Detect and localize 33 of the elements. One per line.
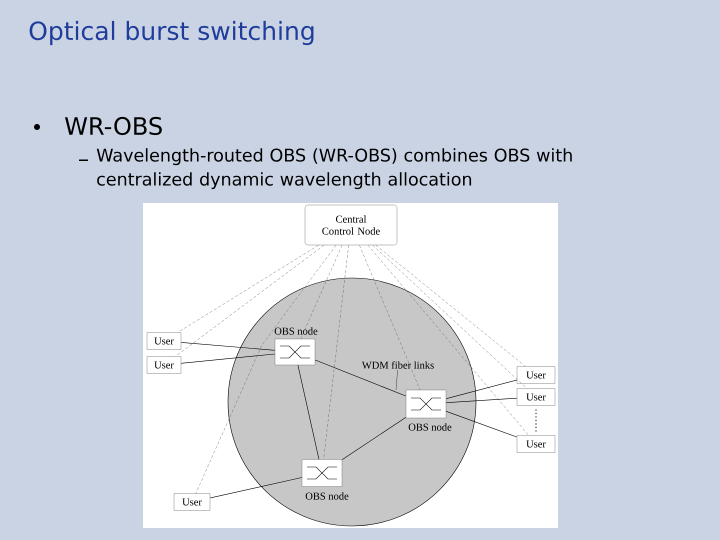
node-label: OBS node	[306, 492, 348, 500]
control-line	[196, 245, 336, 494]
control-node-box: Central Control Node	[304, 204, 398, 246]
leader-line	[396, 370, 398, 390]
user-box: User	[516, 366, 556, 384]
bullet-text: WR-OBS	[65, 116, 162, 136]
user-box: User	[516, 435, 556, 453]
control-line	[372, 245, 527, 388]
node-label: OBS node	[274, 327, 318, 335]
control-line	[359, 245, 420, 390]
user-box: User	[146, 356, 182, 374]
fiber-link	[446, 398, 518, 403]
fiber-link	[298, 364, 320, 460]
fiber-link	[210, 477, 302, 498]
fiber-link	[180, 342, 276, 351]
node-label: OBS node	[408, 423, 452, 431]
fiber-link	[314, 360, 406, 396]
sub-bullet-text: Wavelength-routed OBS (WR-OBS) combines OBS with centralized dynamic wavelength allocation	[96, 148, 572, 190]
fiber-link	[446, 411, 518, 438]
control-line	[300, 245, 342, 339]
fiber-link	[446, 380, 518, 399]
control-line	[376, 245, 526, 366]
user-box: User	[146, 332, 182, 350]
control-line	[323, 245, 349, 460]
control-line	[178, 245, 319, 332]
control-line	[368, 245, 529, 436]
fiber-link	[342, 417, 406, 460]
user-box: User	[174, 493, 210, 511]
fiber-link	[180, 354, 276, 364]
slide-title: Optical burst switching	[30, 20, 314, 46]
link-label: WDM fiber links	[362, 361, 434, 369]
control-line	[175, 245, 324, 356]
user-box: User	[516, 388, 556, 406]
